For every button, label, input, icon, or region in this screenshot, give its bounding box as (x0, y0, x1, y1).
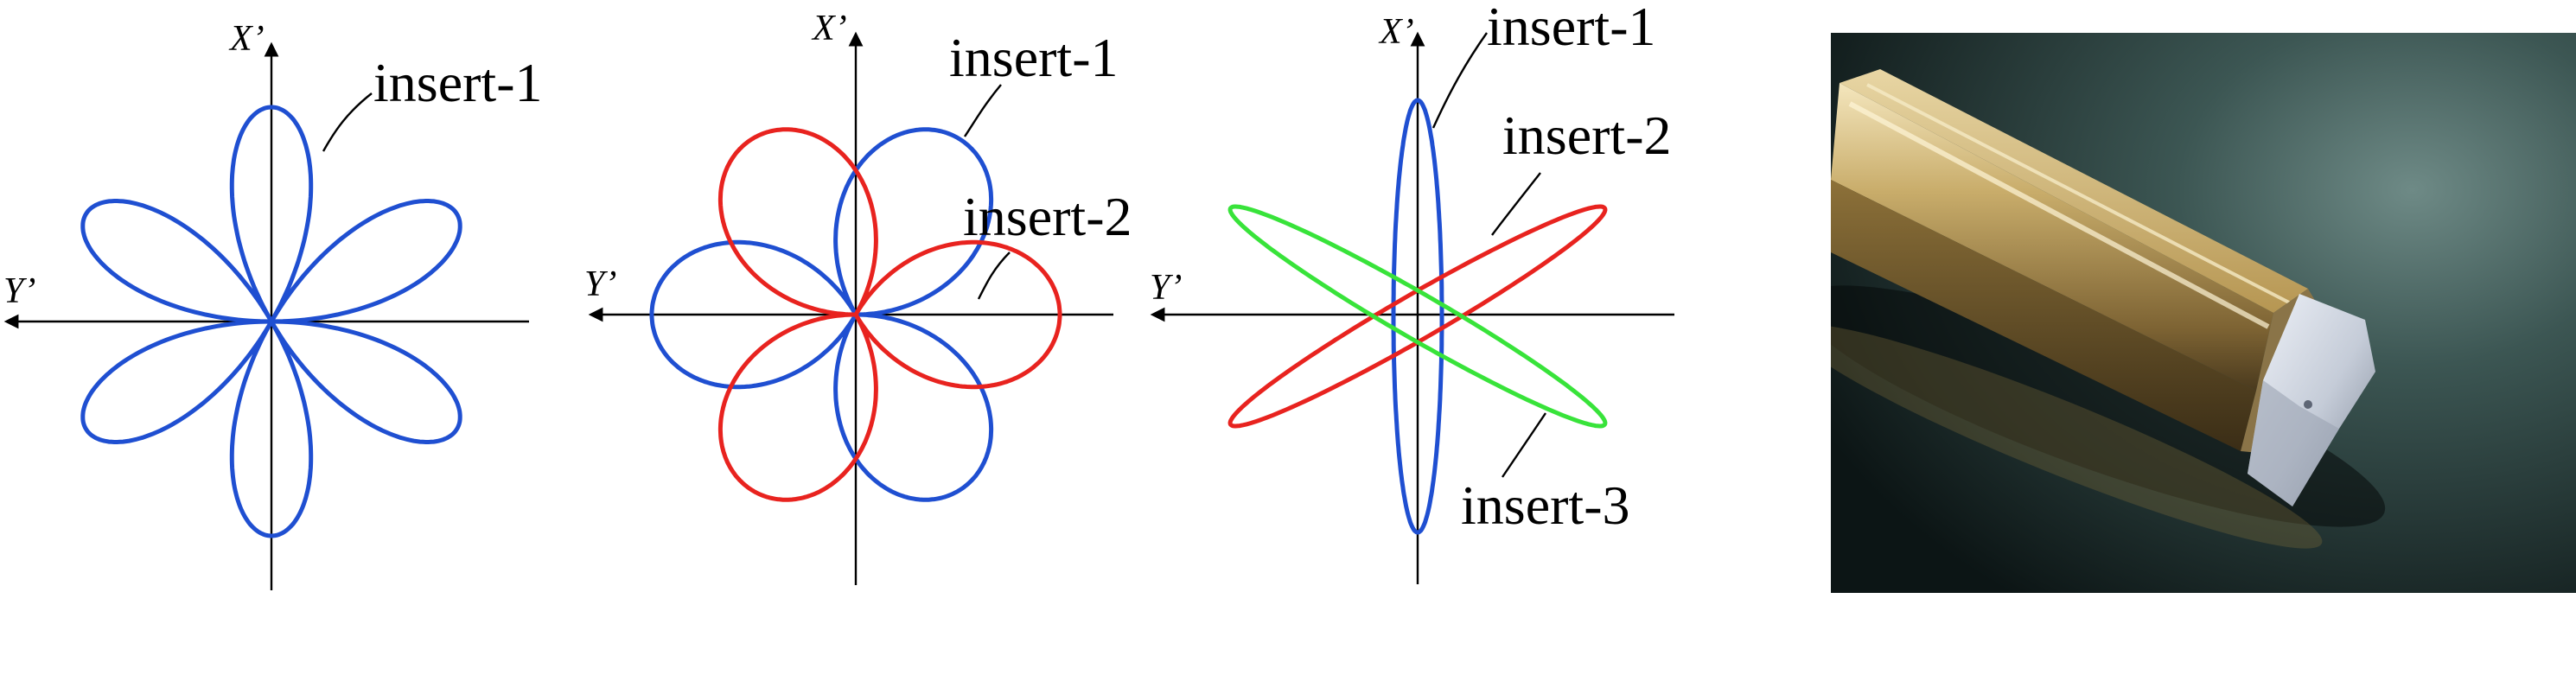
panel-3-insert-1-label: insert-1 (1487, 0, 1656, 57)
panel-2-insert-1-leader (964, 84, 1002, 137)
panel-2-insert-2-leader (977, 252, 1011, 300)
panel-3-insert-1-curve (1391, 98, 1444, 535)
panel-2-insert-1-curve (649, 127, 994, 502)
panel-3-y-axis-label: Y’ (1150, 268, 1182, 308)
photo-rod-edge (1866, 83, 2290, 304)
panel-3-insert-2-curve (1227, 204, 1608, 429)
panel-2-insert-1-label: insert-1 (949, 27, 1119, 88)
photo-rod-shadow (1831, 285, 2386, 527)
panel-2-insert-2-curve (717, 127, 1062, 502)
panel-1-insert-1-leader (322, 92, 373, 152)
panel-1-x-axis-label: X’ (228, 19, 265, 59)
panel-1-insert-1-label: insert-1 (373, 52, 543, 113)
panel-2-y-axis-label: Y’ (584, 264, 616, 304)
panel-3-insert-2-label: insert-2 (1502, 105, 1672, 166)
photo-rod-highlight (1848, 101, 2270, 329)
panel-2-three-petal-diagram: X’ Y’ insert-1 insert-2 (584, 9, 1132, 585)
photo-rod-end-face-shade (2248, 380, 2339, 506)
panel-2-x-axis-label: X’ (811, 9, 847, 48)
panel-2-insert-2-label: insert-2 (963, 186, 1132, 247)
panel-1-insert-1-curve (80, 105, 462, 538)
panel-3-x-axis-label: X’ (1378, 12, 1414, 52)
panel-3-insert-3-label: insert-3 (1461, 474, 1630, 536)
brass-rod-photo (1831, 33, 2576, 593)
photo-rod-end-center (2304, 400, 2312, 409)
panel-3-insert-1-leader (1431, 32, 1488, 129)
panel-3-ellipse-diagram: X’ Y’ insert-1 insert-2 insert-3 (1150, 0, 1674, 584)
photo-rod-lower-facet (1831, 180, 2256, 451)
panel-1-y-axis-label: Y’ (3, 271, 35, 311)
panel-3-insert-3-leader (1502, 412, 1546, 478)
photo-rod-reflection (1831, 324, 2323, 549)
panel-3-insert-3-curve (1227, 204, 1608, 429)
panel-1-six-petal-diagram: X’ Y’ insert-1 (3, 19, 543, 590)
panel-3-insert-2-leader (1491, 172, 1541, 236)
photo-rod-side-facet (1831, 83, 2273, 391)
